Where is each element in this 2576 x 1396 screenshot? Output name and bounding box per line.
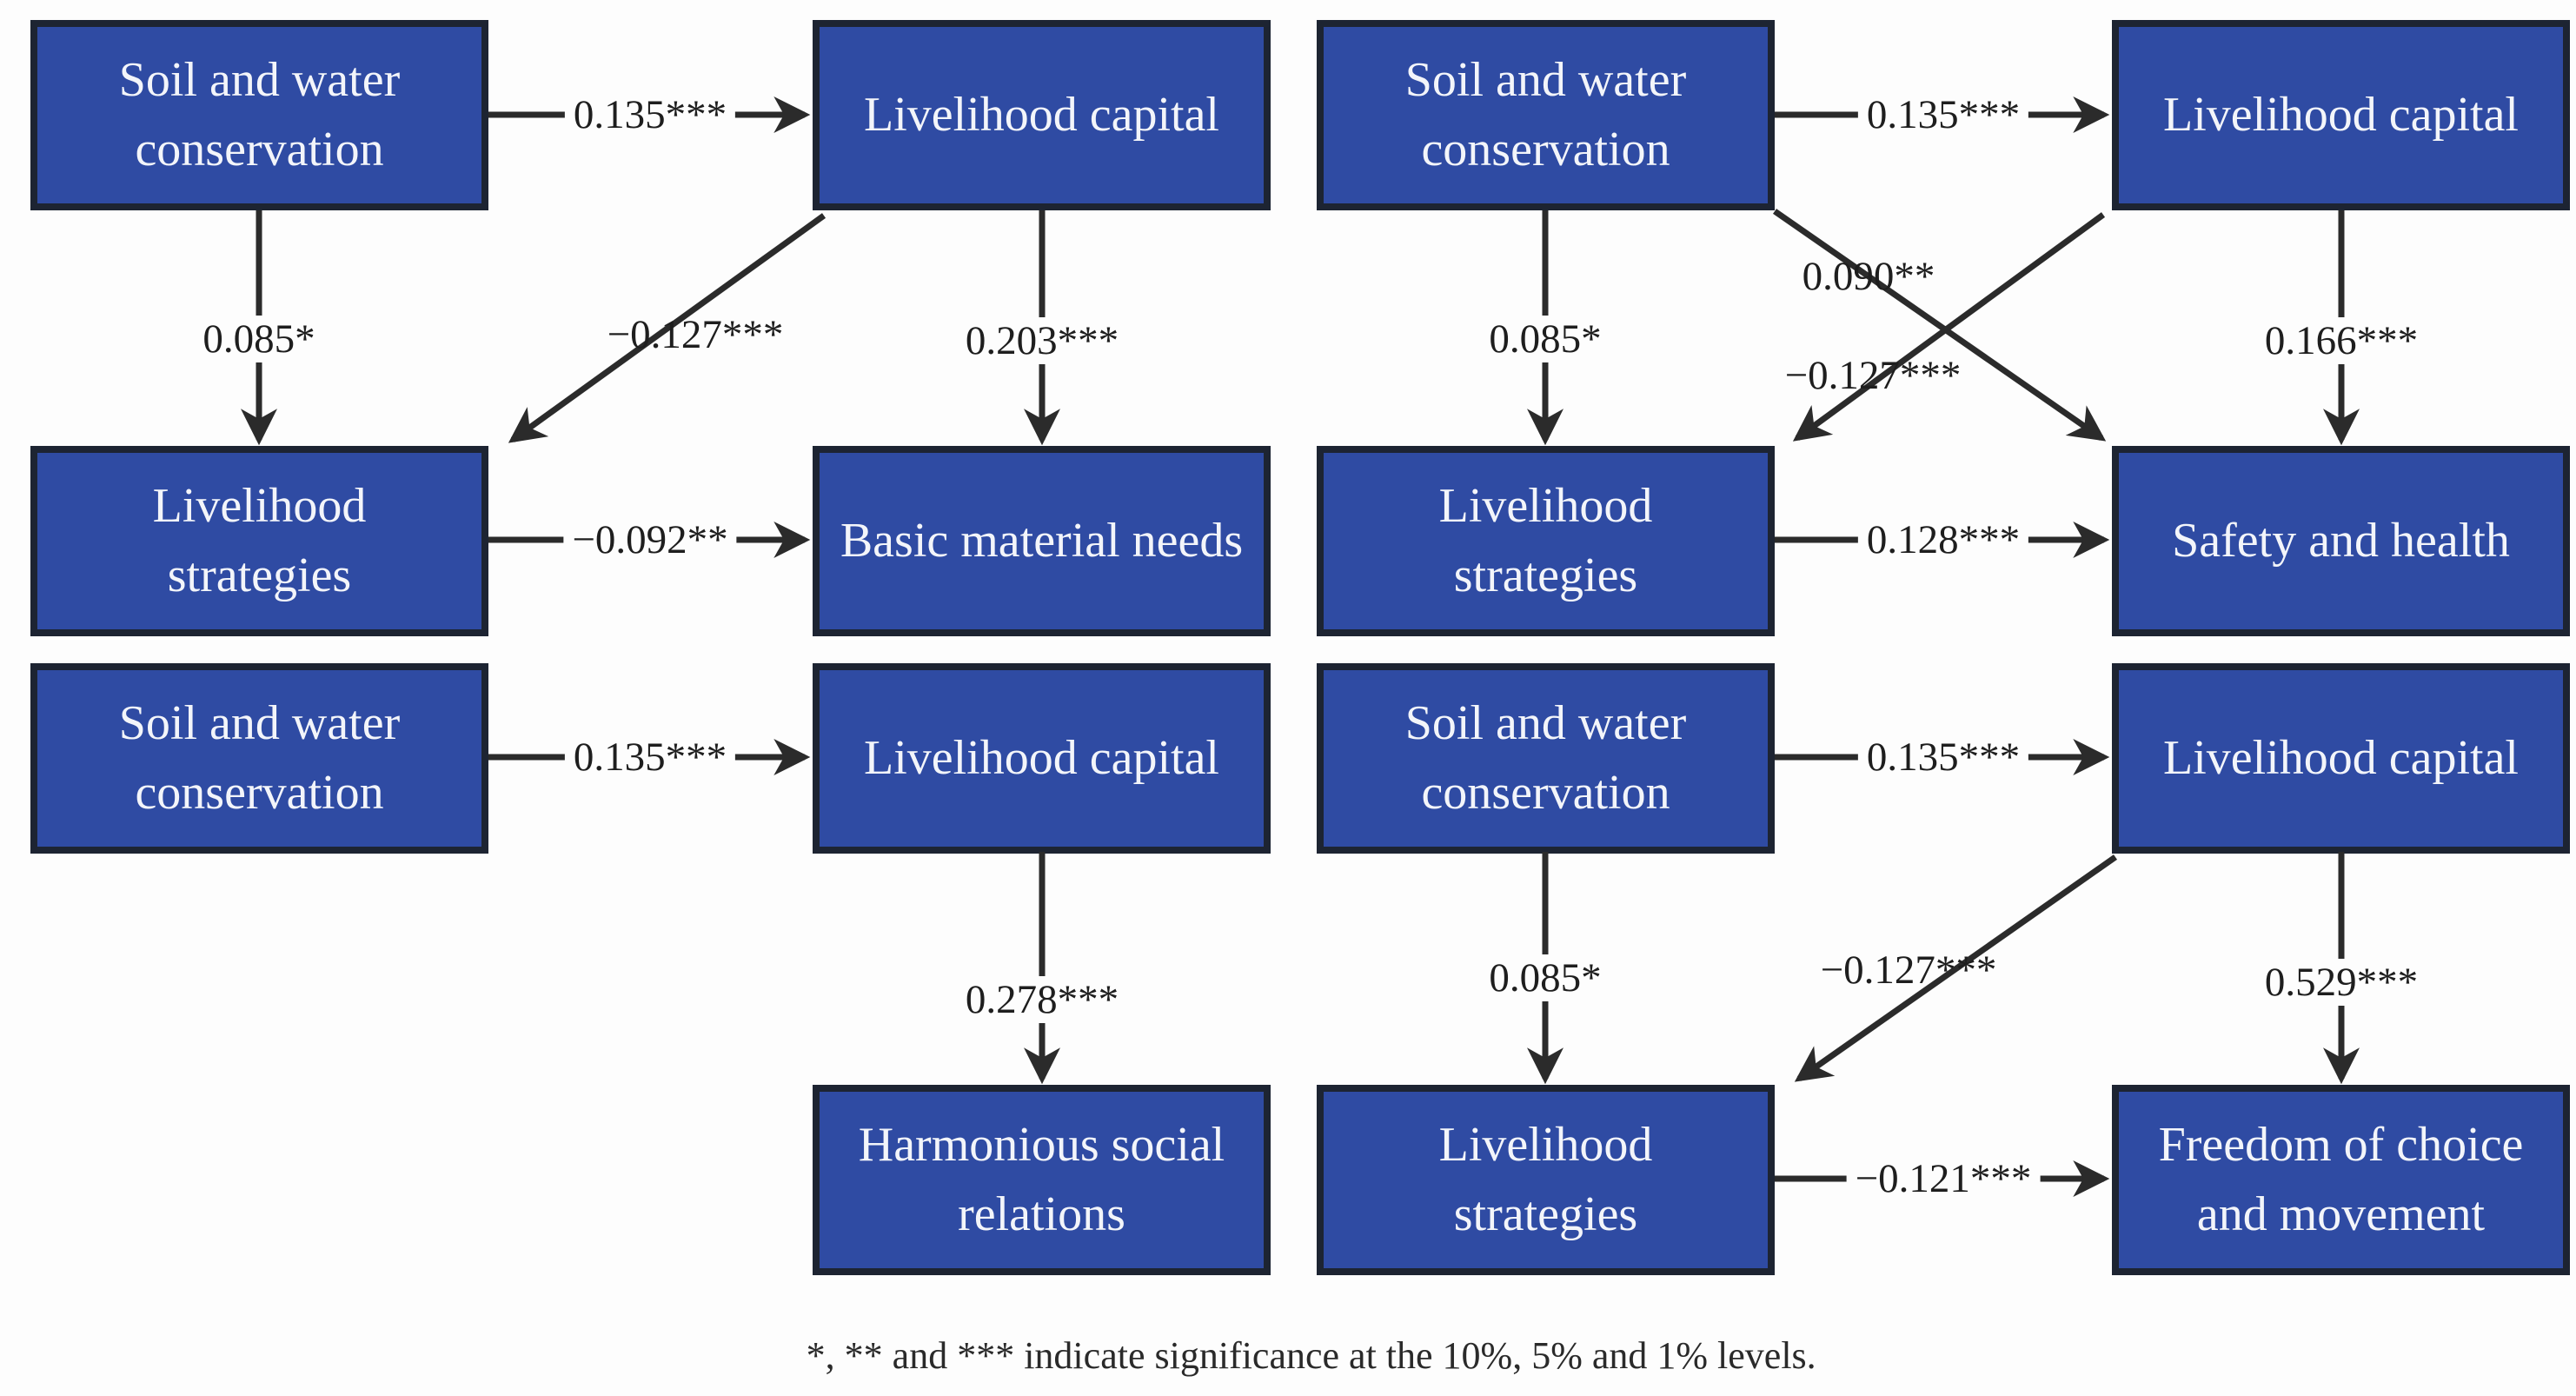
node-livelihood-capital: Livelihood capital: [2112, 20, 2570, 210]
node-label: Basic material needs: [840, 513, 1244, 568]
path-coefficient: 0.135***: [1857, 91, 2029, 138]
node-livelihood-capital: Livelihood capital: [813, 20, 1271, 210]
path-coefficient: 0.278***: [956, 976, 1128, 1023]
path-coefficient: 0.085*: [1480, 316, 1610, 362]
path-coefficient: −0.127***: [1784, 353, 1962, 398]
node-soil-water-conservation: Soil and water conservation: [1317, 663, 1775, 854]
node-label: Livelihood capital: [864, 87, 1219, 142]
arrow-swc-to-safety-and-health: [1773, 209, 2107, 442]
node-label: Livelihood strategies: [1438, 1117, 1653, 1241]
node-label: Livelihood capital: [2163, 87, 2519, 142]
node-label: Harmonious social relations: [858, 1117, 1225, 1241]
node-basic-material-needs: Basic material needs: [813, 446, 1271, 636]
node-label: Freedom of choice and movement: [2158, 1117, 2524, 1241]
path-coefficient: 0.203***: [956, 317, 1128, 364]
node-livelihood-strategies: Livelihood strategies: [30, 446, 488, 636]
path-coefficient: 0.090**: [1802, 254, 1935, 299]
node-harmonious-social-relations: Harmonious social relations: [813, 1085, 1271, 1275]
arrow-capital-to-strategies: [1792, 212, 2106, 442]
node-freedom-of-choice-and-movement: Freedom of choice and movement: [2112, 1085, 2570, 1275]
path-coefficient: −0.121***: [1846, 1155, 2041, 1202]
path-coefficient: −0.127***: [1820, 947, 1997, 993]
node-label: Soil and water conservation: [1404, 695, 1687, 820]
path-coefficient: 0.135***: [1857, 734, 2029, 781]
node-soil-water-conservation: Soil and water conservation: [30, 663, 488, 854]
arrow-capital-to-strategies: [508, 213, 827, 443]
node-soil-water-conservation: Soil and water conservation: [1317, 20, 1775, 210]
node-label: Livelihood strategies: [152, 478, 367, 602]
path-coefficient: −0.092**: [563, 516, 737, 563]
node-label: Soil and water conservation: [118, 695, 401, 820]
path-coefficient: 0.135***: [564, 734, 736, 781]
node-label: Soil and water conservation: [1404, 52, 1687, 176]
node-label: Soil and water conservation: [118, 52, 401, 176]
significance-footnote: *, ** and *** indicate significance at t…: [806, 1334, 1816, 1377]
arrow-capital-to-strategies: [1794, 854, 2118, 1082]
path-coefficient: 0.135***: [564, 91, 736, 138]
node-livelihood-strategies: Livelihood strategies: [1317, 446, 1775, 636]
node-label: Livelihood strategies: [1438, 478, 1653, 602]
path-coefficient: 0.166***: [2255, 317, 2427, 364]
node-label: Livelihood capital: [864, 730, 1219, 785]
node-livelihood-capital: Livelihood capital: [2112, 663, 2570, 854]
node-safety-and-health: Safety and health: [2112, 446, 2570, 636]
path-coefficient: 0.085*: [194, 316, 324, 362]
node-livelihood-strategies: Livelihood strategies: [1317, 1085, 1775, 1275]
node-livelihood-capital: Livelihood capital: [813, 663, 1271, 854]
node-label: Safety and health: [2172, 513, 2510, 568]
node-label: Livelihood capital: [2163, 730, 2519, 785]
path-coefficient: 0.529***: [2255, 959, 2427, 1006]
path-coefficient: 0.085*: [1480, 954, 1610, 1001]
path-coefficient: 0.128***: [1857, 516, 2029, 563]
path-coefficient: −0.127***: [607, 312, 784, 357]
node-soil-water-conservation: Soil and water conservation: [30, 20, 488, 210]
